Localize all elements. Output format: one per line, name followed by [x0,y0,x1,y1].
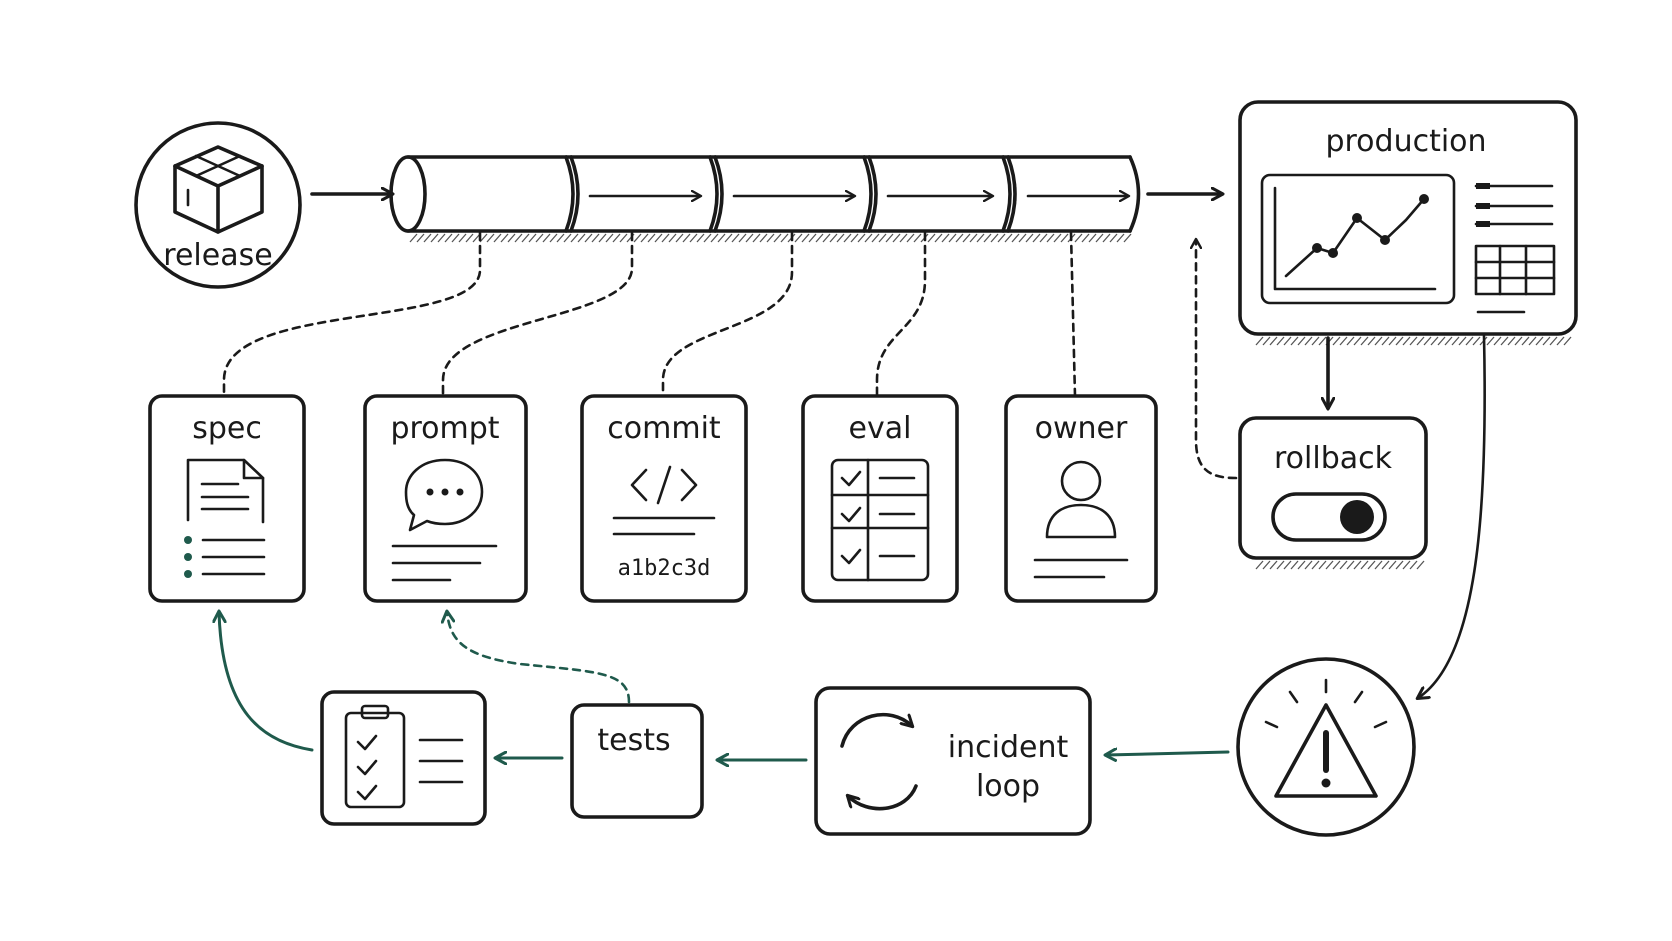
rollback-box: rollback [1238,416,1428,560]
toggle-icon [1271,492,1387,542]
eval-card: eval [801,394,959,603]
warning-node [1236,657,1416,837]
commit-label: commit [607,411,721,446]
incident-label-line2: loop [976,769,1040,804]
production-label: production [1325,124,1486,159]
incident-label-line1: incident [948,730,1069,765]
owner-card: owner [1004,394,1158,603]
clipboard-checklist-icon [344,704,406,809]
clipboard-to-spec-arrow [219,612,314,752]
package-icon [173,145,264,234]
checklist-icon [830,458,930,582]
spec-card: spec [148,394,306,603]
rollback-to-pipeline-arrow [1196,240,1238,480]
tests-label: tests [597,723,670,758]
commit-card: commit a1b2c3d [580,394,748,603]
prompt-card: prompt [363,394,528,603]
refresh-cycle-icon [840,712,918,811]
production-panel: production [1238,100,1578,336]
owner-label: owner [1035,411,1128,446]
code-icon [630,465,698,505]
production-to-warning-arrow [1418,334,1486,698]
commit-hash: a1b2c3d [618,556,711,581]
line-chart-icon [1260,173,1456,305]
eval-label: eval [849,411,912,446]
rollback-label: rollback [1274,441,1393,476]
warning-to-incident-arrow [1106,752,1230,755]
warning-icon [1264,678,1388,798]
tests-box: tests [570,703,704,819]
user-icon [1045,460,1117,539]
spec-label: spec [192,411,262,446]
legend-lines-icon [1474,183,1554,227]
release-label: release [163,238,272,273]
document-icon [184,458,266,578]
ground-hatch [409,233,1132,243]
tests-to-prompt-arrow [447,612,631,704]
prompt-label: prompt [390,411,499,446]
table-grid-icon [1474,244,1556,296]
incident-loop-box: incident loop [814,686,1092,836]
chat-bubble-icon [404,458,484,532]
ground-hatch [1255,560,1425,570]
artifact-connectors [222,231,1077,398]
release-node: release [134,121,302,289]
pipeline-tube [389,155,1141,243]
clipboard-box [320,690,487,826]
ground-hatch [1255,336,1572,346]
